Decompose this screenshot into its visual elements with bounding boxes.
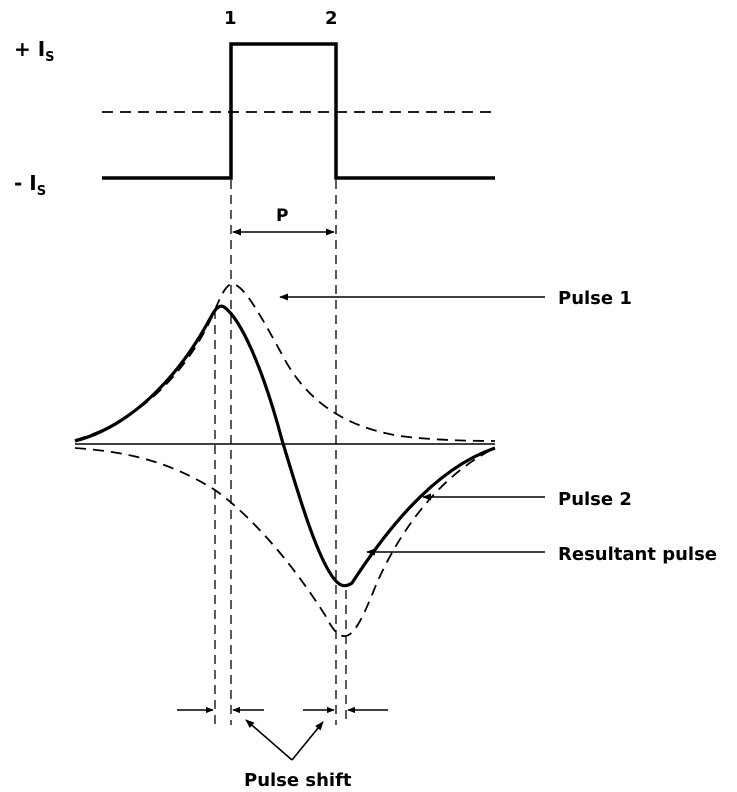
edge-2-label: 2 <box>325 8 338 29</box>
pulse-2-curve <box>74 447 496 637</box>
minus-is-label: - IS <box>14 171 46 199</box>
pulse-1-label: Pulse 1 <box>558 288 632 309</box>
edge-1-label: 1 <box>224 8 237 29</box>
pulse-1-curve <box>74 283 496 442</box>
pulse-shift-label: Pulse shift <box>244 770 352 791</box>
pulse-shift-pointer-2 <box>291 721 324 761</box>
resultant-pulse-label: Resultant pulse <box>558 544 717 565</box>
pulse-2-label: Pulse 2 <box>558 489 632 510</box>
resultant-pulse-curve <box>74 304 496 588</box>
pulse-width-label: P <box>276 206 288 226</box>
write-current-waveform <box>102 42 495 180</box>
plus-is-label: + IS <box>14 37 55 65</box>
pulse-shift-pointer-1 <box>245 719 293 761</box>
